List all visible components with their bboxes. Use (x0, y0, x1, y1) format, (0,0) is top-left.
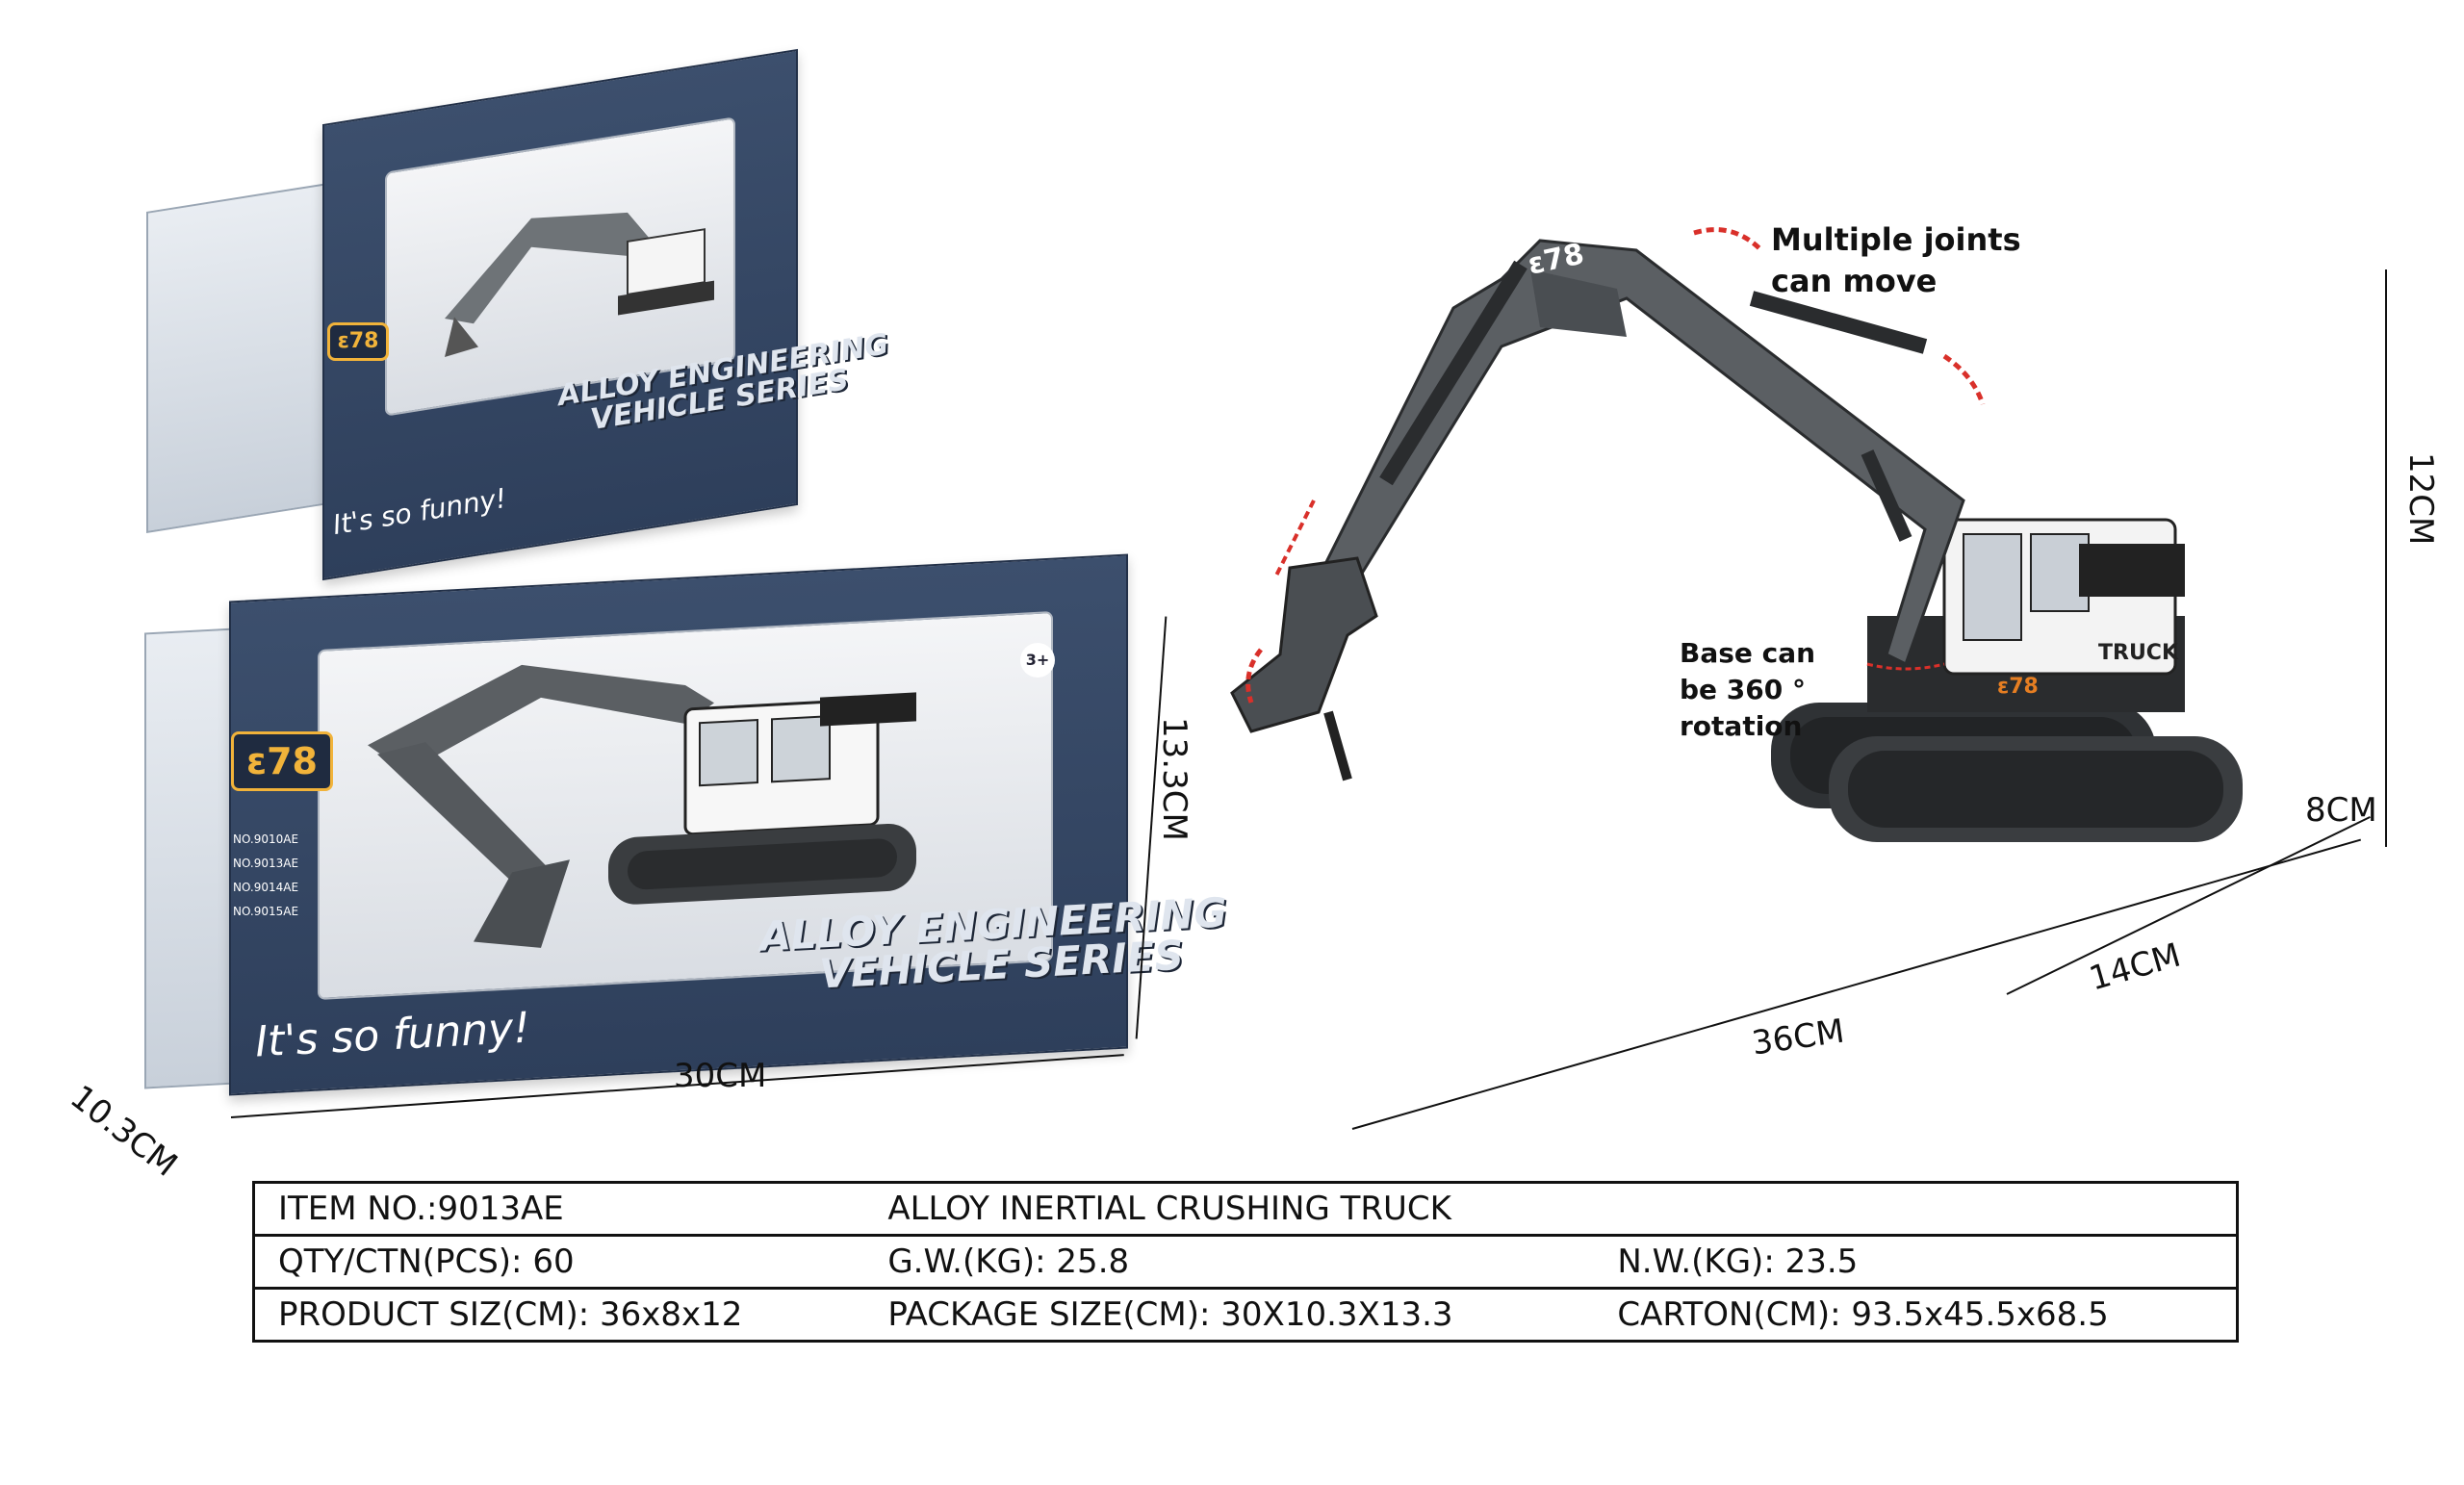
qty-cell: QTY/CTN(PCS): 60 (253, 1234, 865, 1289)
package-size-cell: PACKAGE SIZE(CM): 30X10.3X13.3 (864, 1287, 1595, 1342)
excavator-in-box-front (368, 664, 916, 948)
spec-table: ITEM NO.:9013AE ALLOY INERTIAL CRUSHING … (252, 1181, 2239, 1343)
item-name-cell: ALLOY INERTIAL CRUSHING TRUCK (887, 1190, 1451, 1228)
spec-row: QTY/CTN(PCS): 60 G.W.(KG): 25.8 N.W.(KG)… (253, 1234, 2238, 1289)
item-no-cell: ITEM NO.:9013AE (278, 1190, 564, 1228)
base-callout-line3: rotation (1680, 709, 1803, 742)
net-weight-cell: N.W.(KG): 23.5 (1594, 1234, 2238, 1289)
product-height-label: 12CM (2401, 452, 2440, 546)
product-size-cell: PRODUCT SIZ(CM): 36x8x12 (253, 1287, 865, 1342)
model-number-item: NO.9013AE (233, 857, 299, 870)
model-number-item: NO.9014AE (233, 881, 299, 894)
spec-row: PRODUCT SIZ(CM): 36x8x12 PACKAGE SIZE(CM… (253, 1287, 2238, 1342)
joints-callout-line2: can move (1771, 263, 1938, 300)
box-depth-label: 10.3CM (63, 1078, 185, 1185)
joints-callout-line1: Multiple joints (1771, 221, 2021, 258)
cab-logo-label: ε78 (1997, 675, 2039, 699)
product-height-line (2385, 269, 2387, 847)
box-top-logo: ε78 (327, 322, 389, 361)
spec-row: ITEM NO.:9013AE ALLOY INERTIAL CRUSHING … (254, 1183, 2238, 1236)
box-front-window (318, 610, 1053, 1001)
excavator-product-image: TRUCK ε78 ε78 (1230, 227, 2243, 842)
box-front-model-list: NO.9010AE NO.9013AE NO.9014AE NO.9015AE (233, 828, 298, 924)
cab-truck-label: TRUCK (2098, 641, 2179, 665)
age-badge: 3+ (1020, 643, 1055, 678)
box-length-label: 30CM (674, 1057, 767, 1095)
box-front-logo: ε78 (231, 731, 333, 791)
model-number-item: NO.9015AE (233, 905, 299, 918)
product-depth-label: 8CM (2305, 791, 2377, 830)
base-rotation-callout: Base can be 360 ° rotation (1680, 635, 1815, 744)
box-front-side-panel (144, 627, 235, 1089)
product-length-label: 36CM (1749, 1011, 1847, 1063)
carton-size-cell: CARTON(CM): 93.5x45.5x68.5 (1594, 1287, 2238, 1342)
box-height-label: 13.3CM (1155, 717, 1194, 841)
model-number-item: NO.9010AE (233, 832, 299, 846)
box-top-side-panel (146, 183, 328, 533)
base-callout-line2: be 360 ° (1680, 673, 1806, 705)
excavator-in-box-top (445, 212, 714, 358)
box-top-window (385, 116, 735, 417)
base-callout-line1: Base can (1680, 637, 1816, 669)
gross-weight-cell: G.W.(KG): 25.8 (864, 1234, 1595, 1289)
joints-callout: Multiple joints can move (1771, 219, 2021, 302)
